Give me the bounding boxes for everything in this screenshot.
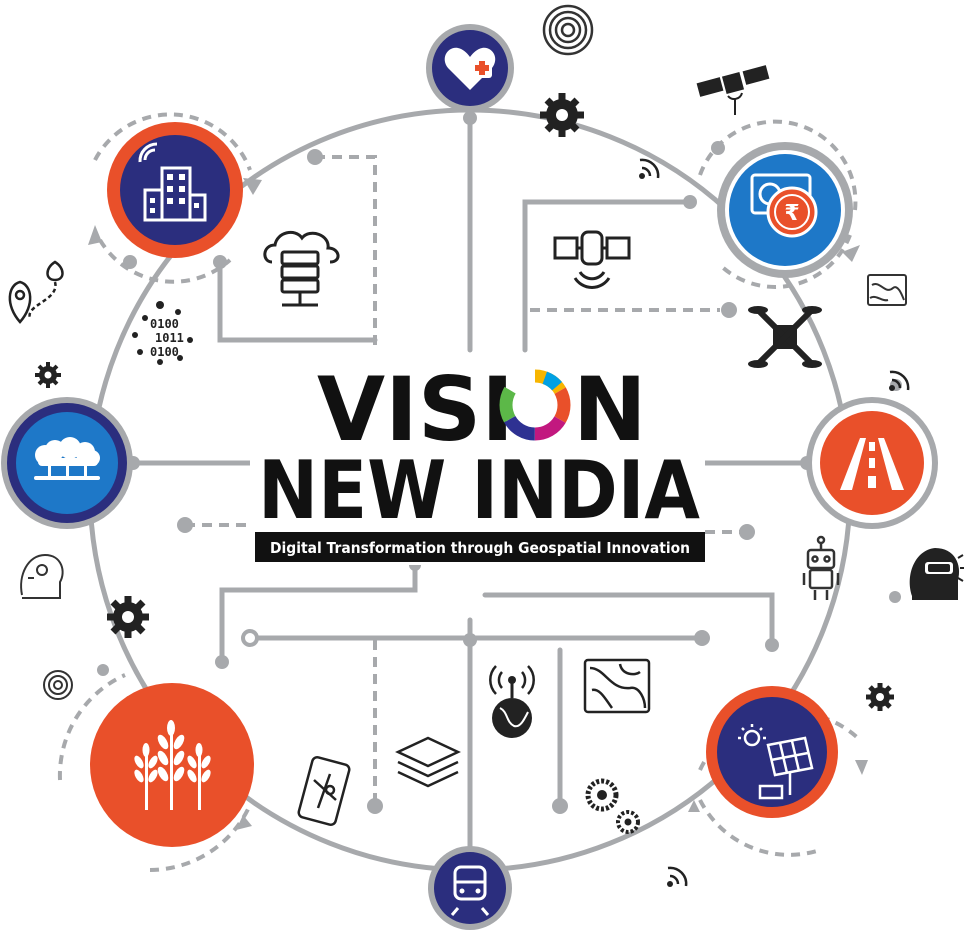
railway-node [428,846,512,930]
vr-headset-icon [909,548,964,600]
satellite-icon [696,65,770,115]
wifi-icon [639,158,910,887]
title-block: VISI N NEW INDIA Digital Transformation … [250,355,705,565]
solar-energy-node [706,686,838,818]
road-icon [840,438,904,490]
binary-code-icon: 0100 1011 0100 [132,301,193,365]
gear-icon-right [866,683,894,711]
binary-line-2: 1011 [155,331,184,345]
gear-icon-left [107,596,149,638]
ai-head-icon [20,553,64,599]
building-wifi-icon [138,142,207,222]
open-connector-dot [241,629,259,647]
arc-arrowheads [88,178,868,830]
wheat-icon [134,720,211,810]
drone-icon [748,306,822,368]
title-line1-part2: N [573,358,647,461]
title-line1-part1: VISI [317,358,514,461]
svg-text:₹: ₹ [784,201,799,226]
finance-node: ₹ [717,142,853,278]
binary-line-1: 0100 [150,317,179,331]
location-route-icon [8,260,64,324]
solar-panel-icon [738,724,814,800]
smart-city-node [107,122,243,258]
satellite-center-icon [553,230,631,289]
heart-plus-icon [444,47,496,90]
train-icon [450,865,490,916]
title-line2: NEW INDIA [258,444,700,537]
dashed-arcs [57,112,862,872]
tagline: Digital Transformation through Geospatia… [270,539,690,557]
robot-icon [802,535,840,600]
health-node [426,24,514,112]
agriculture-node [90,683,254,847]
map-icon-small [867,274,907,306]
trees-icon [34,437,100,480]
signal-icon [542,4,594,56]
signal-icon-left [43,670,73,700]
binary-line-3: 0100 [150,345,179,359]
rupee-icon: ₹ [750,173,818,238]
roads-node [806,397,938,529]
color-ring-o [499,369,571,441]
cloud-server-icon [263,230,340,307]
environment-node [1,397,133,529]
cogs-icon [585,778,640,834]
dashed-connectors [185,155,745,805]
gear-icon [540,93,584,137]
mobile-map-icon [297,756,351,826]
tagline-bar [255,532,705,562]
gear-icon-small [35,362,61,388]
globe-signal-icon [489,665,535,738]
layers-icon [395,736,461,788]
circuit-lines [132,97,808,863]
terrain-map-icon [583,658,651,714]
